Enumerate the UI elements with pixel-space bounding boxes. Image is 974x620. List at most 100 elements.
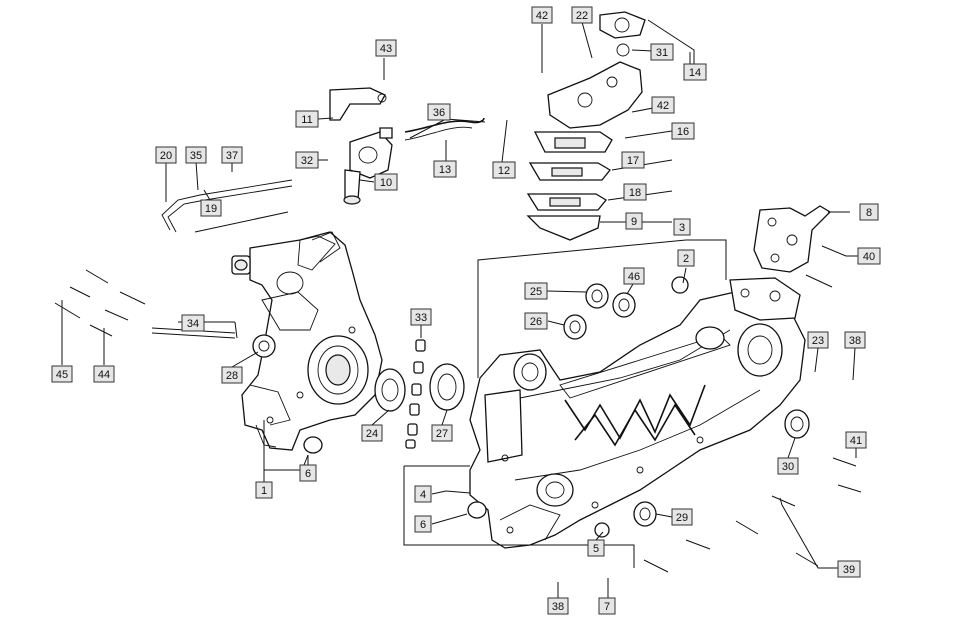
callout-2: 2 bbox=[677, 249, 695, 267]
callout-4: 4 bbox=[414, 485, 432, 503]
callout-7: 7 bbox=[598, 597, 616, 615]
callout-30: 30 bbox=[777, 457, 799, 475]
callout-20: 20 bbox=[155, 146, 177, 164]
svg-text:34: 34 bbox=[187, 318, 199, 330]
svg-text:30: 30 bbox=[782, 461, 794, 473]
callout-44: 44 bbox=[93, 365, 115, 383]
svg-text:38: 38 bbox=[552, 601, 564, 613]
callout-28: 28 bbox=[221, 366, 243, 384]
svg-text:42: 42 bbox=[536, 10, 548, 22]
callout-40: 40 bbox=[857, 247, 881, 265]
svg-text:41: 41 bbox=[850, 435, 862, 447]
svg-text:1: 1 bbox=[261, 485, 267, 497]
svg-text:17: 17 bbox=[627, 155, 639, 167]
callout-22: 22 bbox=[571, 6, 593, 24]
callout-43: 43 bbox=[375, 39, 397, 57]
callout-32: 32 bbox=[295, 151, 319, 169]
svg-text:36: 36 bbox=[433, 107, 445, 119]
svg-text:39: 39 bbox=[843, 564, 855, 576]
svg-text:33: 33 bbox=[415, 312, 427, 324]
svg-text:10: 10 bbox=[380, 177, 392, 189]
svg-text:26: 26 bbox=[530, 316, 542, 328]
callout-38a: 38 bbox=[547, 597, 569, 615]
callout-39: 39 bbox=[837, 560, 861, 578]
svg-text:6: 6 bbox=[305, 468, 311, 480]
callout-26: 26 bbox=[524, 312, 548, 330]
svg-text:40: 40 bbox=[863, 251, 875, 263]
svg-text:28: 28 bbox=[226, 370, 238, 382]
callout-41: 41 bbox=[845, 431, 867, 449]
callout-11: 11 bbox=[295, 110, 319, 128]
svg-text:8: 8 bbox=[866, 207, 872, 219]
svg-text:9: 9 bbox=[631, 216, 637, 228]
dowel-pins bbox=[405, 339, 426, 449]
callout-25: 25 bbox=[524, 282, 548, 300]
svg-text:12: 12 bbox=[498, 165, 510, 177]
svg-text:18: 18 bbox=[629, 187, 641, 199]
callout-38b: 38 bbox=[844, 331, 866, 349]
svg-text:38: 38 bbox=[849, 335, 861, 347]
svg-text:5: 5 bbox=[593, 543, 599, 555]
svg-text:46: 46 bbox=[628, 271, 640, 283]
callout-18: 18 bbox=[623, 183, 647, 201]
svg-text:43: 43 bbox=[380, 43, 392, 55]
callout-16: 16 bbox=[671, 122, 695, 140]
svg-text:35: 35 bbox=[190, 150, 202, 162]
svg-text:29: 29 bbox=[676, 512, 688, 524]
callout-42a: 42 bbox=[531, 6, 553, 24]
callout-31: 31 bbox=[650, 43, 674, 61]
engine-mount-bracket bbox=[753, 205, 832, 273]
callout-33: 33 bbox=[410, 308, 432, 326]
callout-3: 3 bbox=[673, 218, 691, 236]
svg-text:32: 32 bbox=[301, 155, 313, 167]
svg-text:14: 14 bbox=[689, 67, 701, 79]
callout-1: 1 bbox=[255, 481, 273, 499]
callout-8: 8 bbox=[859, 203, 879, 221]
intake-manifold-assembly bbox=[526, 11, 646, 241]
svg-text:4: 4 bbox=[420, 489, 426, 501]
callout-35: 35 bbox=[185, 146, 207, 164]
callout-9: 9 bbox=[625, 212, 643, 230]
svg-text:44: 44 bbox=[98, 369, 110, 381]
svg-text:3: 3 bbox=[679, 222, 685, 234]
svg-text:45: 45 bbox=[56, 369, 68, 381]
svg-text:27: 27 bbox=[436, 428, 448, 440]
left-crankcase-half bbox=[231, 231, 383, 451]
svg-text:19: 19 bbox=[205, 203, 217, 215]
svg-text:31: 31 bbox=[656, 47, 668, 59]
callout-23: 23 bbox=[807, 331, 829, 349]
callout-19: 19 bbox=[200, 199, 222, 217]
callout-13: 13 bbox=[433, 160, 457, 178]
callout-29: 29 bbox=[671, 508, 693, 526]
callout-10: 10 bbox=[374, 173, 398, 191]
callout-5: 5 bbox=[587, 539, 605, 557]
svg-text:24: 24 bbox=[366, 428, 378, 440]
callout-6a: 6 bbox=[299, 464, 317, 482]
svg-text:7: 7 bbox=[604, 601, 610, 613]
svg-text:6: 6 bbox=[420, 519, 426, 531]
svg-text:22: 22 bbox=[576, 10, 588, 22]
right-crankcase-half bbox=[469, 277, 806, 549]
callout-17: 17 bbox=[621, 151, 645, 169]
callout-24: 24 bbox=[361, 424, 383, 442]
callout-42b: 42 bbox=[651, 96, 675, 114]
callout-6b: 6 bbox=[414, 515, 432, 533]
callout-12: 12 bbox=[492, 161, 516, 179]
svg-text:23: 23 bbox=[812, 335, 824, 347]
callout-34: 34 bbox=[181, 314, 205, 332]
svg-text:11: 11 bbox=[301, 114, 312, 126]
svg-text:2: 2 bbox=[683, 253, 689, 265]
callout-14: 14 bbox=[683, 63, 707, 81]
svg-text:13: 13 bbox=[439, 164, 451, 176]
callout-46: 46 bbox=[623, 267, 645, 285]
oil-pump-assembly bbox=[329, 87, 393, 205]
svg-text:20: 20 bbox=[160, 150, 172, 162]
callout-27: 27 bbox=[431, 424, 453, 442]
svg-text:37: 37 bbox=[226, 150, 238, 162]
svg-text:16: 16 bbox=[677, 126, 689, 138]
oil-pump-chain bbox=[404, 117, 485, 141]
svg-text:42: 42 bbox=[657, 100, 669, 112]
callout-36: 36 bbox=[427, 103, 451, 121]
svg-text:25: 25 bbox=[530, 286, 542, 298]
